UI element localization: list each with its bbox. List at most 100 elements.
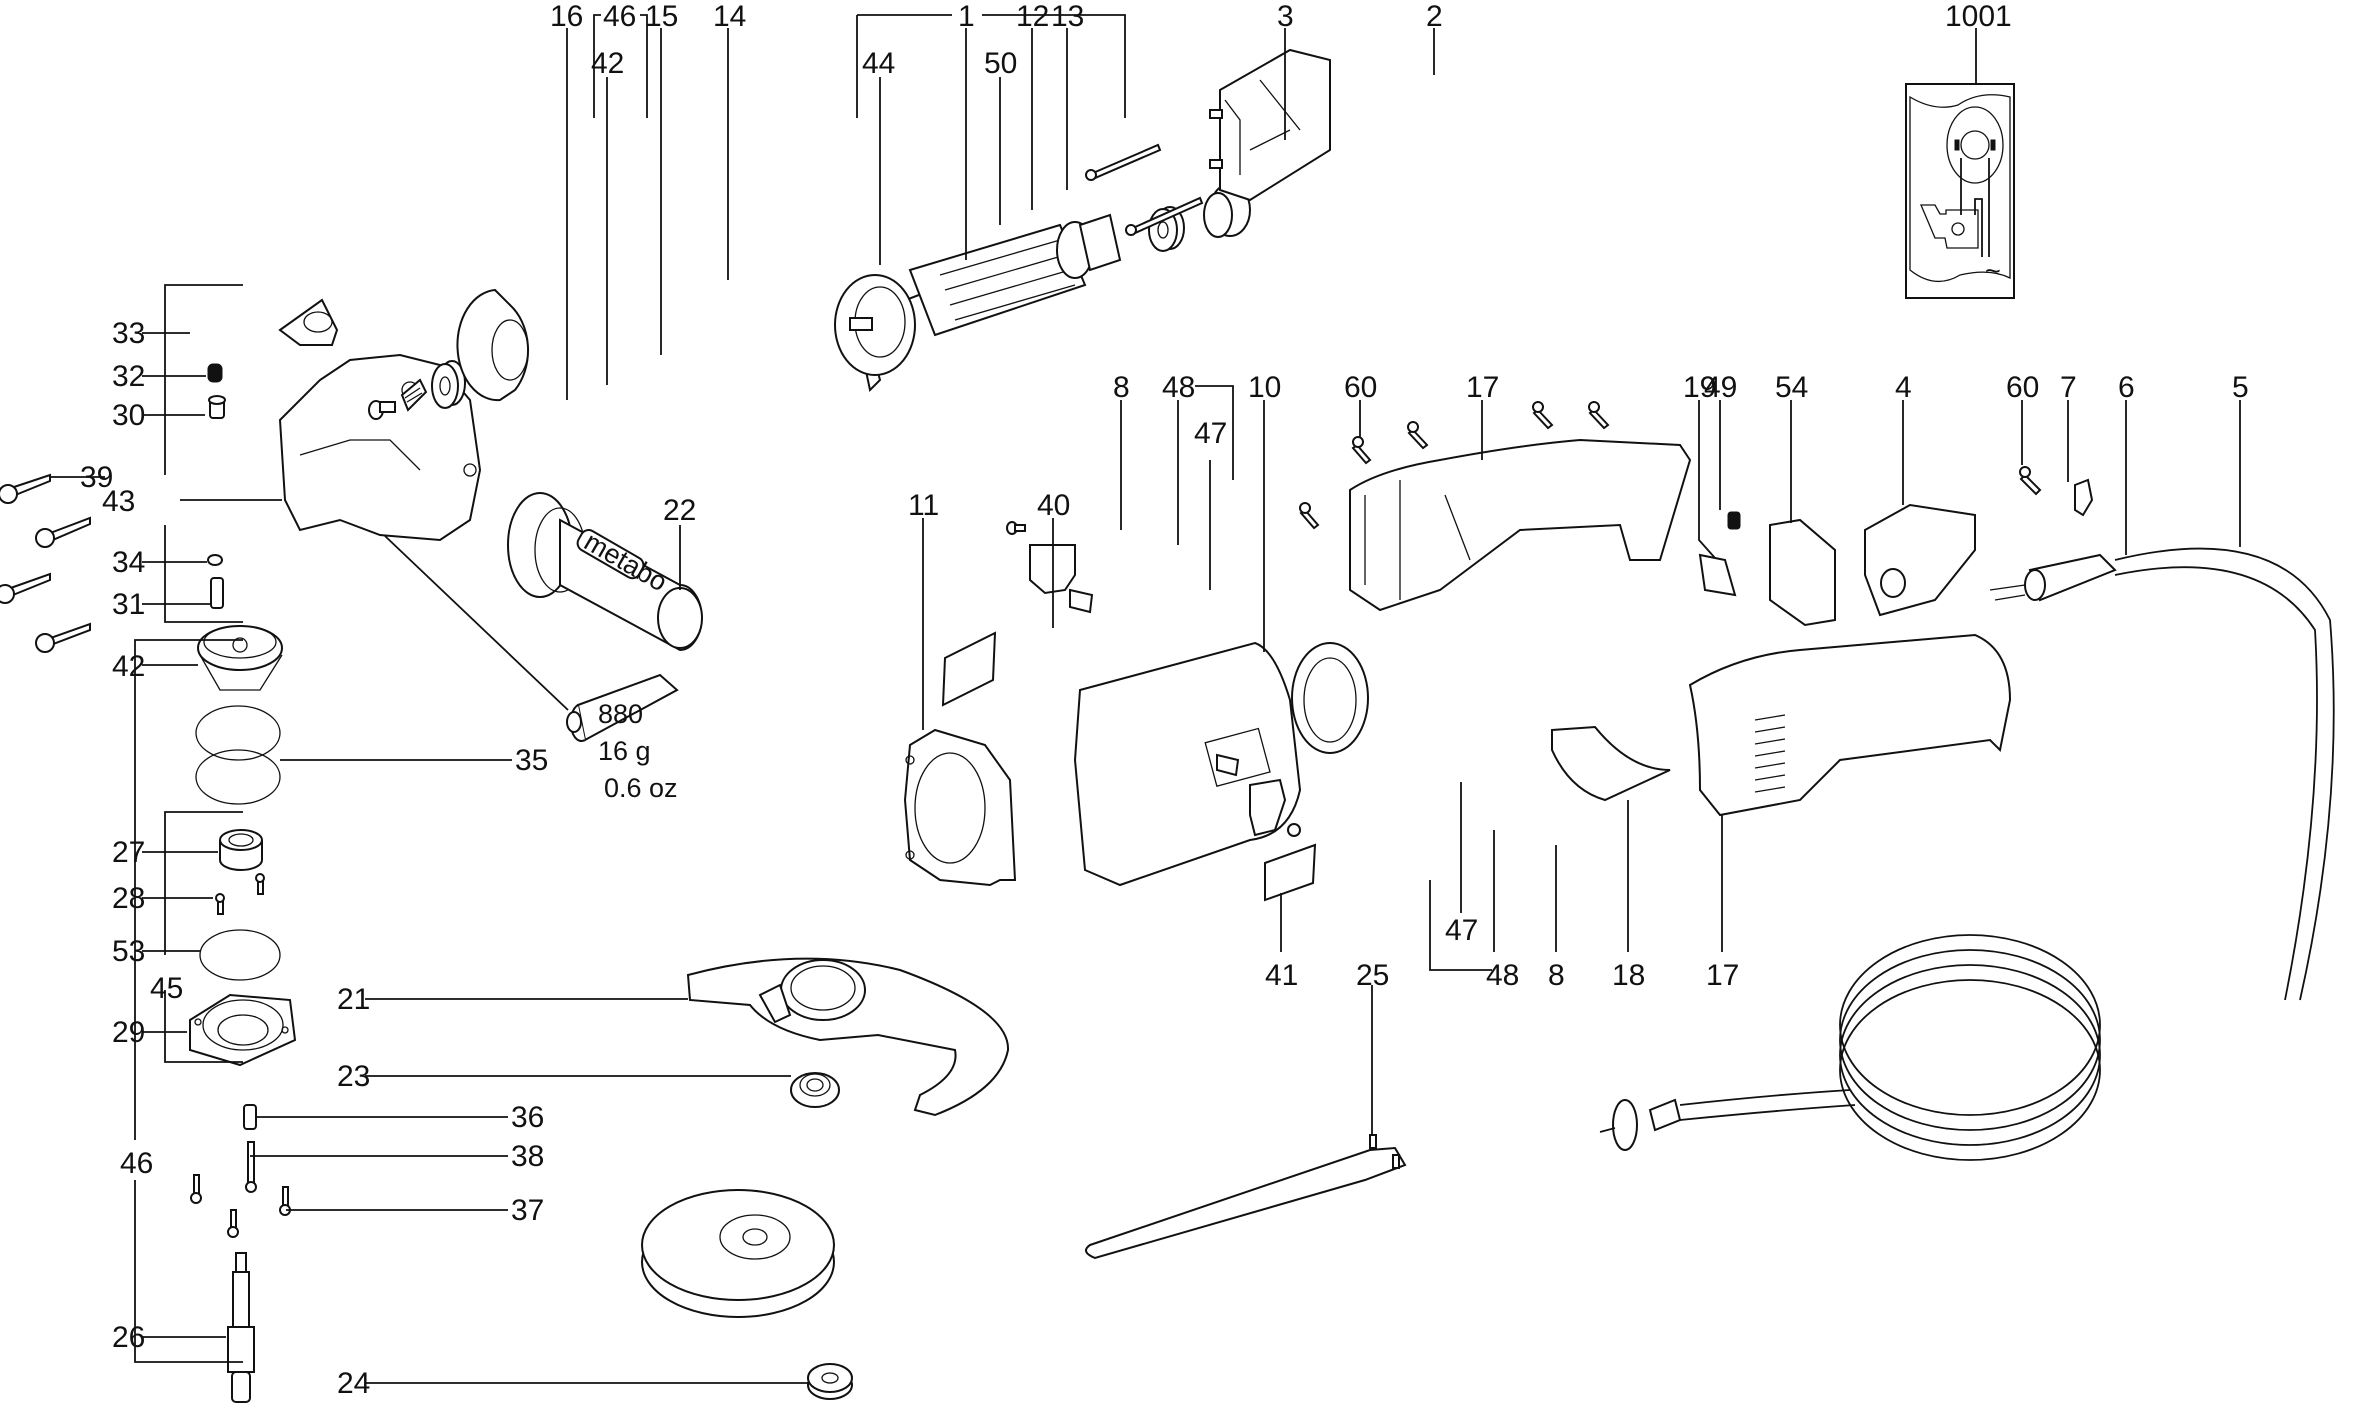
- callout-16: 16: [550, 0, 583, 33]
- part-28-screws: [215, 873, 265, 915]
- part-17-handle-lower: [1688, 633, 2012, 817]
- callout-17-upper: 17: [1466, 371, 1499, 404]
- part-2-stator: [1209, 48, 1331, 202]
- callout-29: 29: [112, 1016, 145, 1049]
- callout-36: 36: [511, 1101, 544, 1134]
- callout-53: 53: [112, 935, 145, 968]
- part-40-label: [941, 631, 997, 707]
- part-25-pin-spanner: [1085, 1134, 1407, 1260]
- callout-labels: 16 46 15 14 42 1 44 50 12 13 3 2 1001 33…: [80, 0, 2249, 1400]
- callout-31: 31: [112, 588, 145, 621]
- callout-39: 39: [80, 461, 113, 494]
- part-17-handle-upper: [1349, 438, 1692, 612]
- callout-27: 27: [112, 836, 145, 869]
- callout-60-right: 60: [2006, 371, 2039, 404]
- part-7-cable-clamp: [2074, 478, 2094, 517]
- part-4-switch: [1864, 503, 1976, 617]
- part-16-screw: [368, 400, 396, 420]
- callout-48-lower: 48: [1486, 959, 1519, 992]
- part-8-screw-lower: [1287, 823, 1301, 837]
- callout-33: 33: [112, 317, 145, 350]
- callout-10: 10: [1248, 371, 1281, 404]
- part-35-o-rings: [195, 705, 281, 805]
- part-18-cover: [1551, 725, 1671, 802]
- callout-24: 24: [337, 1367, 370, 1400]
- part-54-electronics: [1769, 518, 1836, 627]
- part-14-baffle: [456, 288, 530, 402]
- callout-41: 41: [1265, 959, 1298, 992]
- callout-3: 3: [1277, 0, 1294, 33]
- part-21-wheel-guard: [686, 957, 1010, 1117]
- part-11-housing-flange: [903, 728, 1017, 887]
- callout-46-top: 46: [603, 0, 636, 33]
- callout-1: 1: [958, 0, 975, 33]
- part-5-6-power-cord: [1599, 547, 2335, 1161]
- part-32-spring: [207, 363, 223, 383]
- callout-37: 37: [511, 1194, 544, 1227]
- part-23-flange: [790, 1072, 840, 1108]
- callout-2: 2: [1426, 0, 1443, 33]
- callout-5: 5: [2232, 371, 2249, 404]
- callout-13: 13: [1051, 0, 1084, 33]
- grease-tube: 880 16 g 0.6 oz: [566, 673, 679, 803]
- callout-48-upper: 48: [1162, 371, 1195, 404]
- part-26-spindle: [227, 1252, 255, 1403]
- callout-26: 26: [112, 1321, 145, 1354]
- callout-6: 6: [2118, 371, 2135, 404]
- part-30-button: [208, 395, 226, 419]
- callout-11: 11: [908, 489, 939, 522]
- part-47-carbon-brush-lower: [1216, 753, 1240, 777]
- callout-47-upper: 47: [1194, 417, 1227, 450]
- motor-housing: [1073, 641, 1369, 887]
- callout-54: 54: [1775, 371, 1808, 404]
- callout-44: 44: [862, 47, 895, 80]
- part-41-label: [1264, 843, 1317, 902]
- part-43-gear-housing: [278, 353, 482, 542]
- leader-lines: [50, 14, 2241, 1384]
- part-47-carbon-brush-upper: [1069, 588, 1094, 614]
- part-36-sleeve: [243, 1104, 257, 1130]
- callout-47-lower: 47: [1445, 914, 1478, 947]
- part-60-screw-right: [2019, 466, 2042, 496]
- callout-4: 4: [1895, 371, 1912, 404]
- part-31-pin: [210, 577, 224, 609]
- part-8-screw-upper: [1006, 521, 1026, 535]
- callout-50: 50: [984, 47, 1017, 80]
- callout-18: 18: [1612, 959, 1645, 992]
- part-37-screws: [190, 1174, 291, 1238]
- part-53-ring: [199, 929, 281, 981]
- callout-28: 28: [112, 882, 145, 915]
- part-34-ring: [207, 554, 223, 566]
- callout-15: 15: [645, 0, 678, 33]
- callout-42-left: 42: [112, 650, 145, 683]
- callout-17-lower: 17: [1706, 959, 1739, 992]
- callout-45: 45: [150, 972, 183, 1005]
- part-19-switch-rod: [1698, 553, 1737, 597]
- wiring-ac-symbol: ~: [1985, 256, 2001, 286]
- grease-weight-g: 16 g: [598, 736, 651, 766]
- callout-12: 12: [1016, 0, 1049, 33]
- grease-weight-oz: 0.6 oz: [604, 773, 678, 803]
- callout-21: 21: [337, 983, 370, 1016]
- part-29-bearing-flange: [189, 993, 297, 1067]
- part-39-screws: [0, 473, 91, 653]
- part-49-spring: [1727, 511, 1741, 530]
- callout-7: 7: [2060, 371, 2077, 404]
- callout-32: 32: [112, 360, 145, 393]
- part-1001-wiring-diagram: ~: [1905, 83, 2015, 299]
- grease-tube-label: 880: [598, 699, 643, 729]
- grinding-disc: [641, 1189, 835, 1318]
- part-1-armature: [834, 213, 1122, 393]
- part-42-bevel-gear: [197, 625, 283, 691]
- callout-25: 25: [1356, 959, 1389, 992]
- part-27-bearing: [219, 829, 263, 871]
- callout-23: 23: [337, 1060, 370, 1093]
- part-15-bearing: [431, 360, 466, 409]
- part-48-brush-holder-lower: [1249, 778, 1287, 837]
- callout-43: 43: [102, 485, 135, 518]
- callout-30: 30: [112, 399, 145, 432]
- part-38-screw: [245, 1141, 257, 1193]
- part-60-screws-group: [1299, 401, 1610, 530]
- callout-60-left: 60: [1344, 371, 1377, 404]
